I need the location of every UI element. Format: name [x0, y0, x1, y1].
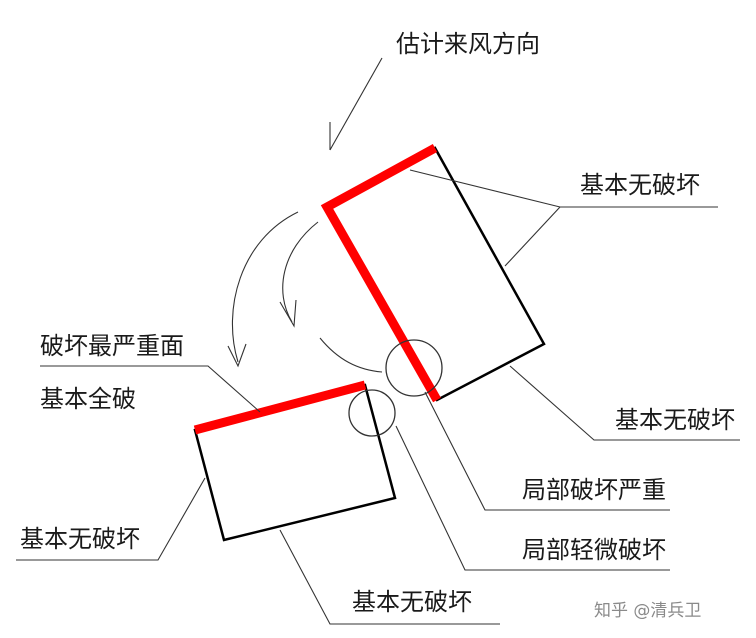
leader-worst-face	[40, 365, 261, 413]
label-no-damage-top: 基本无破坏	[580, 171, 700, 199]
label-local-slight: 局部轻微破坏	[522, 536, 666, 564]
leader-lines	[16, 169, 740, 625]
leader-no-damage-bottom	[279, 529, 500, 625]
leader-no-damage-left	[16, 477, 206, 561]
wind-flow-arrowhead-inner	[279, 299, 297, 328]
upper-building-damaged-faces	[320, 144, 441, 403]
label-local-severe: 局部破坏严重	[522, 476, 666, 504]
wind-flow-arrows	[227, 211, 383, 373]
wind-direction-arrow	[329, 57, 383, 151]
lower-building-outline	[193, 383, 397, 542]
wind-flow-curve-outer	[231, 211, 299, 363]
leader-local-severe	[424, 391, 670, 511]
wind-flow-curve-inner	[282, 221, 319, 323]
label-no-damage-left: 基本无破坏	[20, 525, 140, 553]
label-wind-direction: 估计来风方向	[396, 30, 540, 58]
leader-no-damage-right	[509, 365, 740, 441]
lower-building-damaged-face	[193, 380, 367, 435]
local-slight-damage-circle	[348, 389, 396, 437]
watermark: 知乎 @清兵卫	[594, 601, 701, 621]
local-severe-damage-circle	[385, 339, 443, 397]
upper-building	[320, 144, 546, 403]
label-no-damage-right: 基本无破坏	[615, 406, 735, 434]
wind-flow-arrowhead-outer	[227, 343, 247, 368]
wind-flow-curve-gap	[319, 337, 383, 373]
label-no-damage-bottom: 基本无破坏	[352, 588, 472, 616]
lower-building	[193, 380, 397, 542]
label-fully-destroyed: 基本全破	[40, 385, 136, 413]
leader-no-damage-top-b	[504, 206, 561, 267]
label-worst-face: 破坏最严重面	[40, 332, 184, 360]
leader-local-slight	[395, 425, 670, 571]
